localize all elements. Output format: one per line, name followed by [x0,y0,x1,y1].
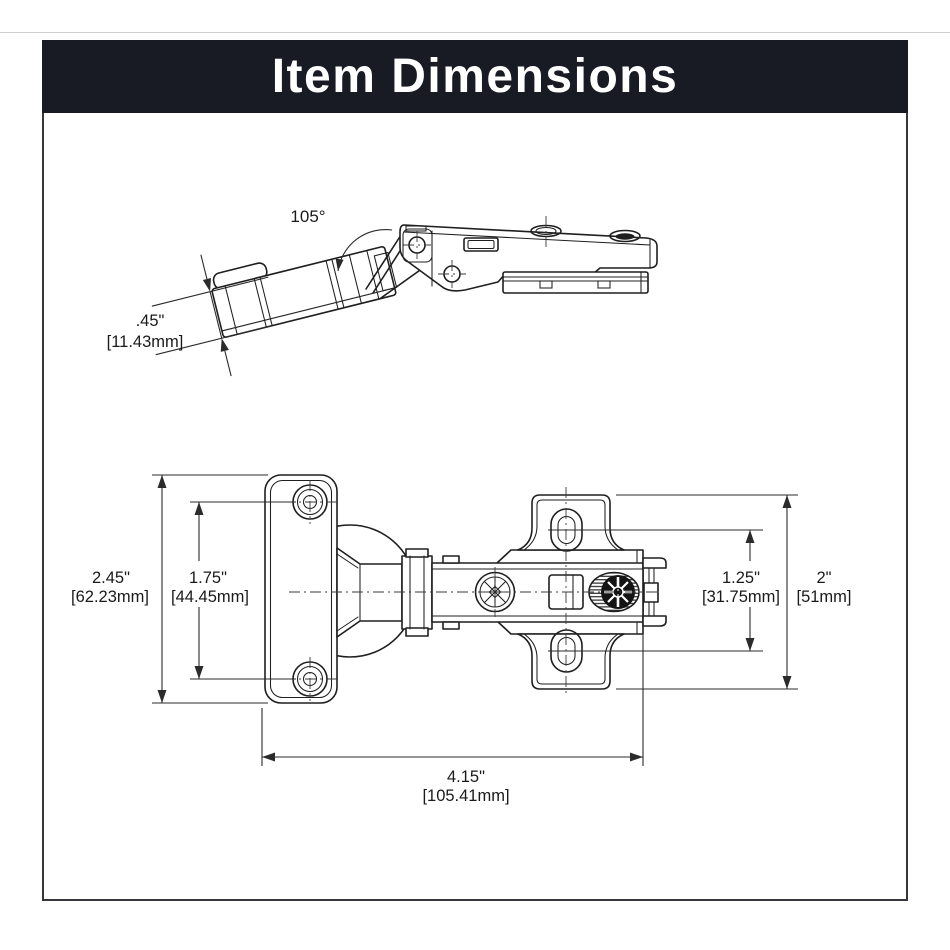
dimensions-card: Item Dimensions [42,40,908,901]
plate-height-dimension [152,474,268,704]
hinge-knuckle [401,548,433,637]
hole-spacing-mm-label: [44.45mm] [171,588,249,606]
arm-screw-top [403,231,431,259]
slot-spacing-inches-label: 1.25" [722,569,760,587]
cup-depth-dimension [151,254,273,377]
hole-spacing-dimension [190,501,296,680]
arm-screw-lower [438,260,466,288]
mount-height-inches-label: 2" [816,569,831,587]
mount-height-dimension [616,494,798,690]
overall-length-mm-label: [105.41mm] [422,787,509,805]
overall-length-inches-label: 4.15" [447,768,485,786]
page-top-divider [0,32,950,33]
plate-height-mm-label: [62.23mm] [71,588,149,606]
overall-length-dimension [261,628,644,766]
cam-screw-front [530,216,562,247]
slot-spacing-dimension [548,529,763,652]
cup-depth-inches-label: .45" [136,312,165,330]
side-view-drawing: 105° .45" [11.43mm] [107,207,658,377]
mount-rail-side [502,271,649,294]
arm-slot [463,237,499,252]
cup-depth-mm-label: [11.43mm] [107,333,184,351]
slot-spacing-mm-label: [31.75mm] [702,588,780,606]
cam-screw-rear [609,229,641,243]
hinge-cup-side [151,245,398,377]
opening-angle-annotation [335,229,393,272]
page-title: Item Dimensions [271,50,679,103]
hole-spacing-inches-label: 1.75" [189,569,227,587]
hinge-neck [336,547,403,638]
mount-height-mm-label: [51mm] [796,588,851,606]
cup-body [211,245,397,338]
pivot-block [402,228,433,263]
opening-angle-label: 105° [290,207,325,226]
card-header: Item Dimensions [42,40,908,113]
top-view-drawing: 2.45" [62.23mm] 1.75" [44.45mm] 1.25" [71,474,852,805]
plate-height-inches-label: 2.45" [92,569,130,587]
